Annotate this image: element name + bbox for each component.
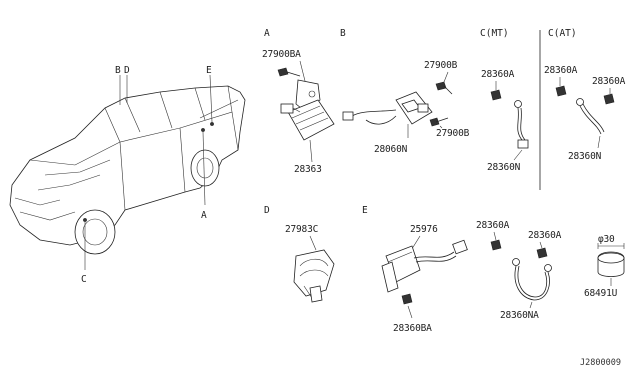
- part-28360a-f-right: 28360A: [528, 230, 562, 241]
- section-d-letter: D: [264, 205, 270, 216]
- ground-strap-mt: [490, 81, 529, 161]
- part-28360n-mt: 28360N: [487, 162, 521, 173]
- section-e-letter: E: [362, 205, 368, 216]
- part-27900b-top: 27900B: [424, 60, 458, 71]
- dimension-label: φ30: [598, 234, 615, 245]
- part-28360ba: 28360BA: [393, 323, 432, 334]
- car-illustration: [9, 74, 246, 270]
- antenna-amp-b: [342, 71, 453, 138]
- section-a-letter: A: [264, 28, 270, 39]
- part-25976: 25976: [410, 224, 438, 235]
- part-28360a-at-left: 28360A: [544, 65, 578, 76]
- part-28360n-at: 28360N: [568, 151, 602, 162]
- part-28060n: 28060N: [374, 144, 408, 155]
- callout-d: D: [124, 65, 130, 76]
- ground-strap-f: [490, 231, 552, 309]
- part-28360a-mt: 28360A: [481, 69, 515, 80]
- part-27983c: 27983C: [285, 224, 318, 235]
- callout-e: E: [206, 65, 212, 76]
- part-27900ba: 27900BA: [262, 49, 301, 60]
- part-28363: 28363: [294, 164, 322, 175]
- ground-strap-at: [555, 77, 615, 149]
- part-27900b-lower: 27900B: [436, 128, 470, 139]
- callout-b: B: [115, 65, 121, 76]
- section-c-at-letter: C(AT): [548, 28, 577, 39]
- bracket-module-a: [277, 60, 335, 163]
- part-28360a-f-left: 28360A: [476, 220, 510, 231]
- section-c-mt-letter: C(MT): [480, 28, 509, 39]
- cap-68491u: [597, 243, 625, 286]
- callout-a: A: [201, 210, 207, 221]
- part-28360na: 28360NA: [500, 310, 539, 321]
- reference-code: J2800009: [580, 358, 621, 368]
- part-68491u: 68491U: [584, 288, 618, 299]
- part-28360a-at-right: 28360A: [592, 76, 626, 87]
- callout-c: C: [81, 274, 87, 285]
- clip-d: [293, 235, 335, 303]
- noise-suppressor-e: [381, 235, 468, 319]
- section-b-letter: B: [340, 28, 346, 39]
